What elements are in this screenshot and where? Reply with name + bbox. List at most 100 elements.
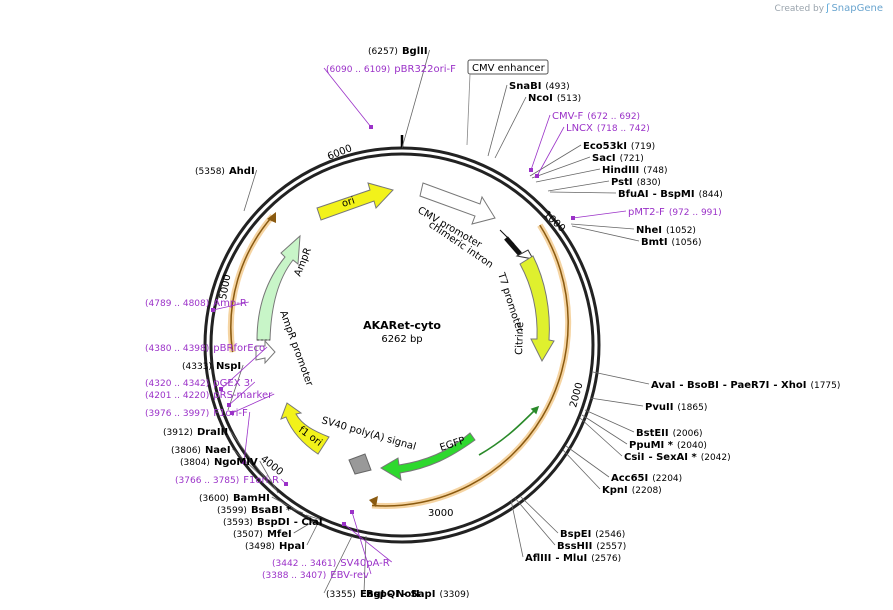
feature-cmv-enhancer[interactable]: CMV enhancer — [466, 59, 549, 146]
restriction-site[interactable]: (3355)EagI- NotI — [326, 589, 420, 600]
restriction-site[interactable]: (3599)BsaBI * — [217, 505, 292, 516]
site-position: (844) — [699, 190, 723, 200]
site-leader-line — [592, 371, 650, 385]
site-enzyme-name: BssHII — [557, 541, 592, 552]
site-position: (2006) — [673, 429, 703, 439]
site-leader-line — [306, 522, 319, 546]
restriction-site[interactable]: (5358)AhdI — [195, 166, 255, 177]
feature-sv40-polya[interactable] — [348, 453, 372, 475]
feature-chimeric-intron[interactable] — [499, 229, 522, 256]
restriction-site[interactable]: SacI(721) — [592, 153, 644, 164]
restriction-site[interactable]: AflIII- MluI(2576) — [525, 553, 621, 564]
feature-sv40-polya-label: SV40 poly(A) signal — [320, 415, 417, 452]
site-leader-line — [323, 535, 353, 594]
primer-binding-site[interactable]: (4320 .. 4342)pGEX 3' — [145, 378, 253, 389]
restriction-site[interactable]: PstI(830) — [611, 177, 661, 188]
restriction-site[interactable]: (3600)BamHI — [199, 493, 270, 504]
site-leader-line — [293, 520, 315, 534]
primer-binding-site[interactable]: (4380 .. 4398)pBRforEco — [145, 343, 265, 354]
site-position: (2204) — [652, 474, 682, 484]
primer-range: (3388 .. 3407) — [262, 571, 326, 581]
feature-ori[interactable]: ori — [316, 182, 394, 221]
site-enzyme-name: NgoMIV — [214, 457, 258, 468]
restriction-site[interactable]: (3498)HpaI — [245, 541, 305, 552]
primer-range: (4320 .. 4342) — [145, 379, 209, 389]
site-enzyme-name: DraIII — [197, 427, 228, 438]
leader-lines — [211, 49, 650, 594]
site-position: (721) — [620, 154, 644, 164]
site-position: (3804) — [180, 458, 210, 468]
restriction-site[interactable]: BfuAI- BspMI(844) — [618, 189, 723, 200]
site-enzyme-name: Eco53kI — [583, 141, 627, 152]
restriction-site[interactable]: PvuII(1865) — [645, 402, 707, 413]
restriction-site[interactable]: HindIII(748) — [602, 165, 667, 176]
primer-binding-site[interactable]: (3442 .. 3461)SV40pA-R — [272, 558, 390, 569]
feature-ampr[interactable] — [256, 234, 301, 341]
site-leader-line — [519, 495, 559, 534]
primer-binding-site[interactable]: (4789 .. 4808)Amp-R — [145, 298, 247, 309]
primer-binding-site[interactable]: (3766 .. 3785)F1ori-R — [175, 475, 279, 486]
restriction-site[interactable]: Acc65I(2204) — [611, 473, 682, 484]
site-enzyme-name: BfuAI — [618, 189, 649, 200]
orf-arc-right — [371, 223, 572, 509]
restriction-site[interactable]: Eco53kI(719) — [583, 141, 655, 152]
site-enzyme-name: PpuMI * — [629, 440, 674, 451]
restriction-site[interactable]: (3912)DraIII — [163, 427, 228, 438]
site-leader-line — [571, 225, 640, 242]
site-enzyme-name: AhdI — [229, 166, 255, 177]
feature-egfp[interactable] — [380, 432, 476, 481]
restriction-site[interactable]: BspQI- SapI(3309) — [366, 589, 469, 600]
site-enzyme-name: AflIII — [525, 553, 551, 564]
restriction-site[interactable]: BstEII(2006) — [636, 428, 703, 439]
restriction-site[interactable]: (3806)NaeI — [171, 445, 231, 456]
restriction-site[interactable]: (4333)NspI — [182, 361, 241, 372]
primer-name: pBRforEco — [213, 343, 265, 354]
restriction-site[interactable]: KpnI(2208) — [602, 485, 662, 496]
restriction-site[interactable]: CsiI- SexAI *(2042) — [624, 452, 731, 463]
branding-name: SnapGene — [831, 3, 883, 14]
restriction-site[interactable]: SnaBI(493) — [509, 81, 570, 92]
site-leader-line — [305, 514, 325, 522]
feature-citrine[interactable] — [519, 255, 555, 363]
feature-f1-ori[interactable]: f1 ori — [280, 402, 330, 455]
restriction-site[interactable]: NcoI(513) — [528, 93, 581, 104]
orf-arc-right-line — [371, 224, 569, 507]
restriction-site[interactable]: BssHII(2557) — [557, 541, 626, 552]
restriction-site[interactable]: BmtI(1056) — [641, 237, 701, 248]
restriction-site[interactable]: (3593)BspDI- ClaI — [223, 517, 323, 528]
primer-marker — [211, 308, 215, 312]
primer-binding-site[interactable]: CMV-F(672 .. 692) — [552, 111, 640, 122]
restriction-site[interactable]: PpuMI *(2040) — [629, 440, 707, 451]
primer-marker — [350, 510, 354, 514]
feature-t7-promoter[interactable] — [515, 249, 534, 260]
primer-range: (718 .. 742) — [597, 124, 650, 134]
site-leader-line — [227, 364, 244, 411]
site-position: (1775) — [810, 381, 840, 391]
restriction-site[interactable]: NheI(1052) — [636, 225, 696, 236]
primer-binding-site[interactable]: (3388 .. 3407)EBV-rev — [262, 570, 369, 581]
snapgene-branding: Created by ʃ SnapGene — [775, 3, 883, 14]
primer-leader-line — [243, 411, 251, 463]
orf-arrowhead-left — [267, 212, 276, 223]
primer-range: (972 .. 991) — [669, 208, 722, 218]
site-position: (3507) — [233, 530, 263, 540]
primer-leader-line — [351, 511, 372, 575]
site-leader-line — [514, 497, 556, 546]
feature-ampr-promoter[interactable] — [255, 339, 276, 365]
primer-name: LNCX — [566, 123, 593, 134]
feature-cmv-promoter[interactable] — [419, 182, 496, 225]
restriction-site[interactable]: BspEI(2546) — [560, 529, 625, 540]
restriction-site[interactable]: (3804) NgoMIV — [180, 457, 258, 468]
primer-binding-site[interactable]: (6090 .. 6109)pBR322ori-F — [326, 64, 456, 75]
primer-binding-site[interactable]: LNCX (718 .. 742) — [566, 123, 650, 134]
site-leader-line — [259, 460, 279, 494]
primer-binding-site[interactable]: (3976 .. 3997)F1ori-F — [145, 408, 248, 419]
primer-binding-site[interactable]: (4201 .. 4220)pRS-marker — [145, 390, 273, 401]
site-position: (3593) — [223, 518, 253, 528]
restriction-site[interactable]: AvaI- BsoBI- PaeR7I- XhoI(1775) — [651, 380, 840, 391]
restriction-site[interactable]: (6257)BglII — [368, 46, 428, 57]
restriction-site[interactable]: (3507)MfeI — [233, 529, 292, 540]
site-position: (3599) — [217, 506, 247, 516]
primer-name: pMT2-F — [628, 207, 665, 218]
primer-binding-site[interactable]: pMT2-F (972 .. 991) — [628, 207, 722, 218]
